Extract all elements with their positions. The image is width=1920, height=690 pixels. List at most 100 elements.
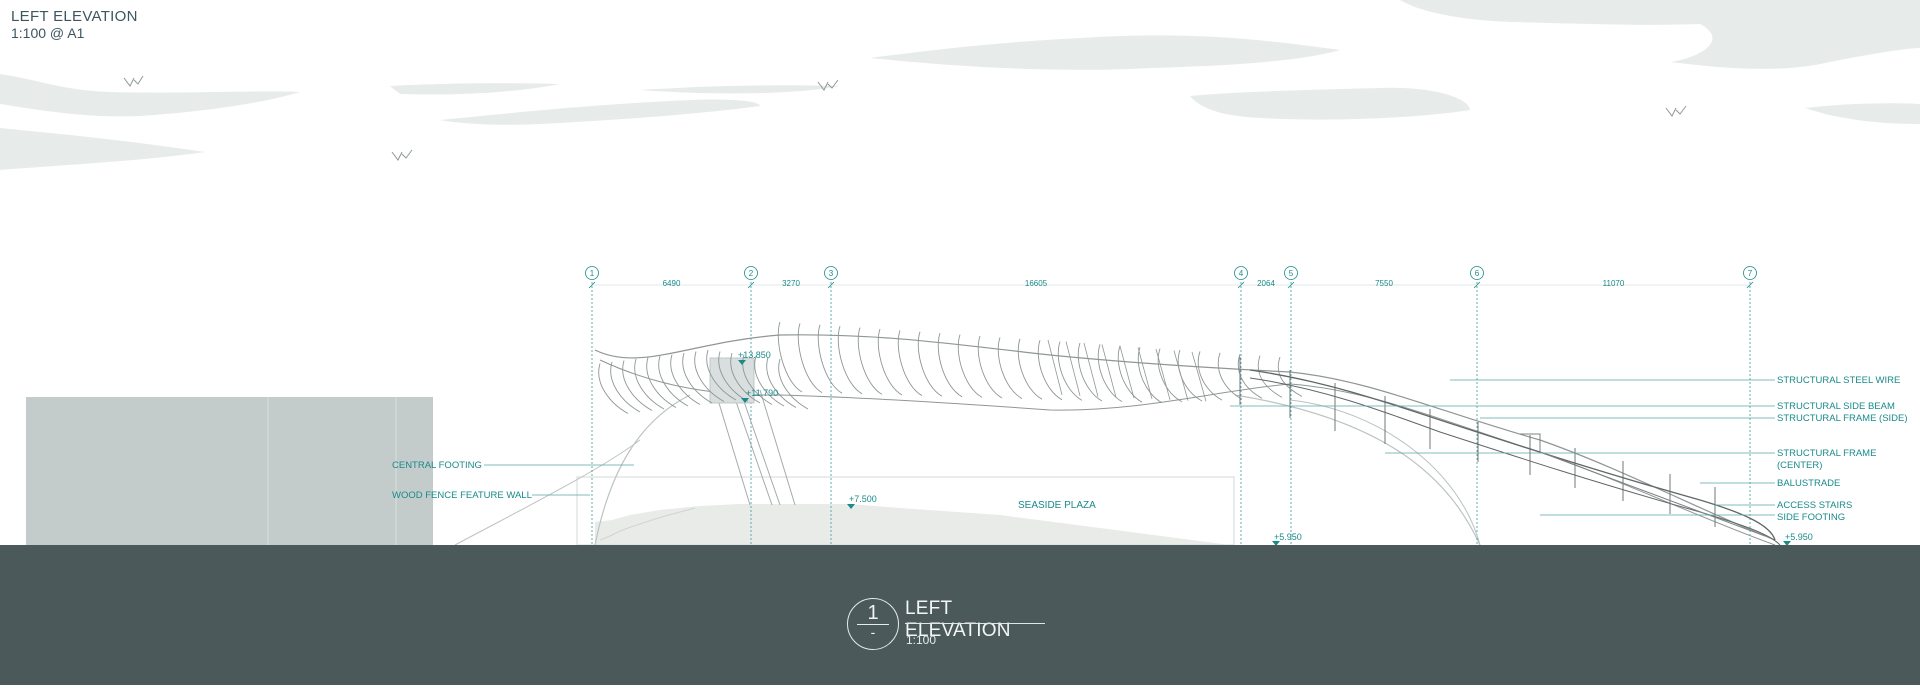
rib — [1065, 341, 1081, 396]
dimension-tick — [747, 281, 755, 289]
rib — [634, 358, 665, 410]
bird-icon — [123, 75, 144, 87]
cloud — [1400, 0, 1920, 69]
rib — [1097, 344, 1123, 402]
rib — [658, 355, 689, 407]
rib — [682, 352, 713, 404]
rib — [1117, 345, 1143, 403]
grid-label: 3 — [829, 269, 834, 278]
level-triangle-icon — [1783, 541, 1791, 546]
callout-structural-frame-center: STRUCTURAL FRAME — [1777, 448, 1876, 459]
rib — [646, 357, 677, 408]
handrail-upper — [1249, 369, 1776, 541]
cloud — [0, 74, 300, 117]
rib — [1101, 344, 1117, 398]
dimension-tick — [1287, 281, 1295, 289]
cloud — [390, 83, 560, 95]
level-marker: +7.500 — [847, 494, 877, 509]
rib — [1277, 356, 1303, 397]
cloud — [0, 128, 205, 170]
rib — [1191, 351, 1207, 402]
callout-side-footing: SIDE FOOTING — [1777, 512, 1845, 523]
dimension-tick — [1746, 281, 1754, 289]
central-core — [709, 357, 755, 404]
dimension-tick — [827, 281, 835, 289]
grid-label: 7 — [1748, 269, 1753, 278]
cloud — [1805, 103, 1920, 124]
bridge-structure — [594, 321, 1781, 546]
rib — [610, 361, 641, 413]
dimension-label: 11070 — [1603, 279, 1625, 288]
rib — [670, 354, 701, 405]
access-stairs — [714, 389, 796, 506]
rib — [837, 326, 863, 395]
annotations: +13.850 +11.790 +7.500 +5.950 +5.950 CEN… — [392, 350, 1908, 546]
level-triangle-icon — [1272, 541, 1280, 546]
grid-bubble — [1284, 266, 1298, 280]
handrail-lower — [1249, 377, 1781, 546]
rib — [778, 358, 809, 410]
rib — [817, 324, 843, 394]
bridge-deck-top — [594, 334, 1776, 541]
callout-access-stairs: ACCESS STAIRS — [1777, 500, 1852, 511]
view-number-bubble: 1 - — [847, 598, 899, 650]
dimension-tick — [1473, 281, 1481, 289]
central-footing-arc — [594, 394, 691, 546]
rib — [1017, 338, 1043, 400]
rib — [1137, 347, 1163, 404]
rib — [797, 323, 823, 393]
bird-sketches — [123, 75, 1687, 161]
callout-structural-side-beam: STRUCTURAL SIDE BEAM — [1777, 401, 1895, 412]
view-title-underline — [905, 623, 1045, 624]
grid-bubble — [744, 266, 758, 280]
level-triangle-icon — [847, 504, 855, 509]
rib — [1077, 342, 1103, 402]
ground-band — [0, 545, 1920, 685]
rib — [1047, 339, 1063, 396]
site-context — [26, 394, 1481, 546]
bird-icon — [1665, 105, 1687, 117]
grid-bubble — [585, 266, 599, 280]
rib — [977, 335, 1003, 399]
callout-central-footing: CENTRAL FOOTING — [392, 460, 482, 471]
view-title: LEFT ELEVATION — [905, 598, 1011, 641]
sky-clouds — [0, 0, 1920, 170]
callout-structural-frame-center-2: (CENTER) — [1777, 460, 1822, 471]
level-marker: +5.950 — [1272, 532, 1302, 546]
level-marker: +13.850 — [738, 350, 771, 365]
callout-structural-frame-side: STRUCTURAL FRAME (SIDE) — [1777, 413, 1908, 424]
cloud — [440, 99, 760, 125]
balustrade-posts — [1239, 357, 1716, 527]
callout-wood-fence-wall: WOOD FENCE FEATURE WALL — [392, 490, 532, 501]
rib — [1217, 352, 1243, 400]
grid-label: 2 — [749, 269, 754, 278]
level-label: +5.950 — [1785, 532, 1813, 542]
grid-label: 5 — [1289, 269, 1294, 278]
grid-bubble — [1470, 266, 1484, 280]
rib — [694, 351, 725, 402]
dimension-label: 3270 — [782, 279, 800, 288]
level-marker: +11.790 — [741, 388, 778, 403]
footing-arc-left — [454, 439, 641, 546]
rib — [857, 327, 883, 395]
grid-label: 6 — [1475, 269, 1480, 278]
bird-icon — [817, 79, 839, 91]
bridge-ribs — [598, 321, 1303, 414]
dimension-tick — [588, 281, 596, 289]
sheet-title-block: LEFT ELEVATION 1:100 @ A1 — [11, 8, 138, 42]
dimension-tick — [1237, 281, 1245, 289]
grid-label: 4 — [1239, 269, 1244, 278]
view-sheet-ref: - — [870, 624, 876, 640]
sheet-title: LEFT ELEVATION — [11, 8, 138, 25]
rib — [1157, 348, 1183, 403]
rib — [1137, 347, 1153, 400]
rib — [1237, 354, 1263, 399]
rib — [766, 357, 797, 408]
rib — [957, 334, 983, 398]
dimension-label: 16605 — [1025, 279, 1048, 288]
rib — [598, 363, 629, 414]
view-scale: 1:100 — [906, 633, 937, 647]
grid-bubble — [824, 266, 838, 280]
